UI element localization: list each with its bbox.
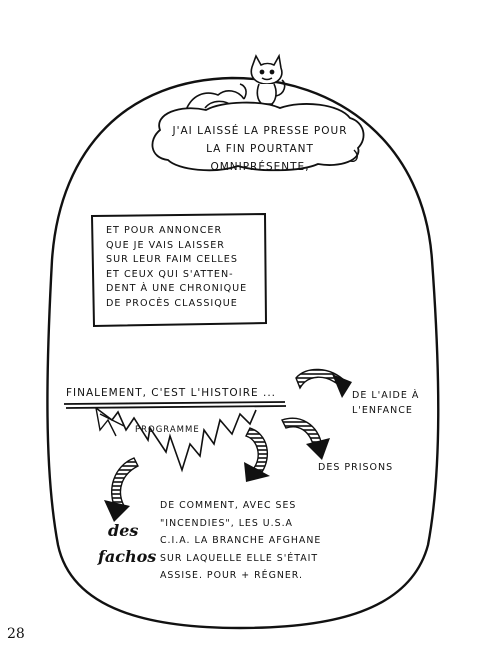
caption-line: DE PROCÈS CLASSIQUE [106, 297, 238, 309]
aide-line-1: DE L'AIDE À [352, 390, 420, 401]
story-line: SUR LAQUELLE ELLE S'ÉTAIT [160, 552, 319, 564]
story-line: ASSISE. POUR + RÉGNER. [160, 570, 303, 581]
caption-line: SUR LEUR FAIM CELLES [106, 254, 238, 266]
story-line: DE COMMENT, AVEC SES [160, 500, 297, 511]
fachos-line-1: des [108, 521, 139, 540]
devil-cat-icon [185, 53, 286, 111]
caption-line: QUE JE VAIS LAISSER [106, 239, 225, 251]
story-line: C.I.A. LA BRANCHE AFGHANE [160, 535, 322, 546]
caption-line: DENT À UNE CHRONIQUE [106, 283, 248, 295]
timeline-line [63, 401, 287, 409]
panel-frame [46, 76, 440, 630]
programme-burst [95, 407, 257, 473]
arrow-to-enfance-icon [295, 368, 352, 398]
cloud-text: J'AI LAISSÉ LA PRESSE POUR LA FIN POURTA… [165, 122, 355, 176]
fachos-line-2: fachos [98, 547, 157, 566]
prisons-text: DES PRISONS [318, 462, 394, 473]
fachos-text: des fachos [98, 518, 168, 570]
cloud-line-1: J'AI LAISSÉ LA PRESSE POUR [172, 125, 348, 137]
arrow-down-middle-icon [244, 427, 270, 482]
programme-label: PROGRAMME [135, 425, 200, 435]
caption-box [90, 212, 268, 328]
cloud-line-2: LA FIN POURTANT OMNIPRÉSENTE, [206, 143, 314, 173]
page-number: 28 [7, 626, 25, 642]
finalement-text: FINALEMENT, C'EST L'HISTOIRE ... [66, 387, 277, 399]
arrow-to-prisons-icon [281, 417, 330, 460]
story-line: "INCENDIES", LES U.S.A [160, 517, 293, 529]
aide-enfance-text: DE L'AIDE À L'ENFANCE [352, 388, 419, 418]
speech-cloud [151, 101, 365, 172]
caption-line: ET CEUX QUI S'ATTEN- [106, 268, 234, 280]
caption-line: ET POUR ANNONCER [106, 225, 223, 236]
aide-line-2: L'ENFANCE [352, 405, 413, 416]
story-text: DE COMMENT, AVEC SES "INCENDIES", LES U.… [160, 497, 365, 585]
arrow-to-fachos-icon [104, 457, 139, 522]
caption-text: ET POUR ANNONCER QUE JE VAIS LAISSER SUR… [106, 224, 256, 312]
